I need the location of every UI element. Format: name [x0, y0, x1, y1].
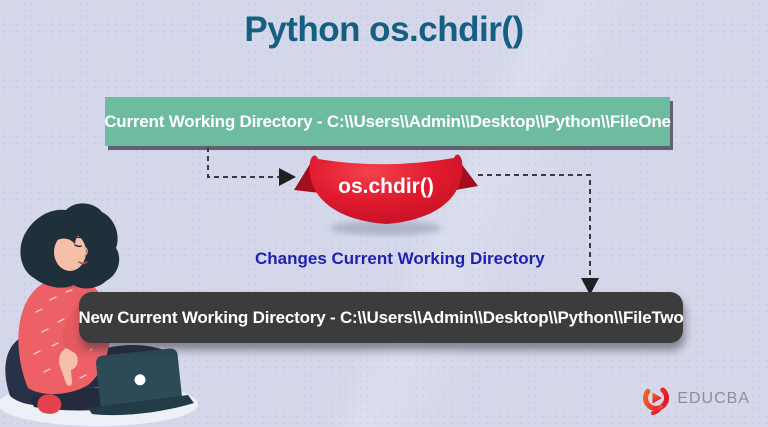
- woman-laptop-illustration: [0, 203, 198, 426]
- educba-logo-text: EDUCBA: [677, 390, 750, 407]
- educba-logo-icon: [643, 385, 670, 415]
- arrow-left-path: [207, 147, 280, 178]
- function-label: os.chdir(): [338, 175, 434, 198]
- page-title: Python os.chdir(): [244, 10, 524, 49]
- function-ribbon-icon: os.chdir(): [294, 154, 478, 235]
- function-ribbon: os.chdir(): [288, 146, 488, 238]
- current-directory-box: Current Working Directory - C:\\Users\\A…: [104, 97, 671, 146]
- new-directory-box: New Current Working Directory - C:\\User…: [78, 292, 684, 343]
- caption-text: Changes Current Working Directory: [255, 249, 545, 268]
- new-directory-text: New Current Working Directory - C:\\User…: [78, 307, 684, 327]
- current-directory-text: Current Working Directory - C:\\Users\\A…: [104, 111, 671, 131]
- educba-logo: EDUCBA: [641, 383, 750, 415]
